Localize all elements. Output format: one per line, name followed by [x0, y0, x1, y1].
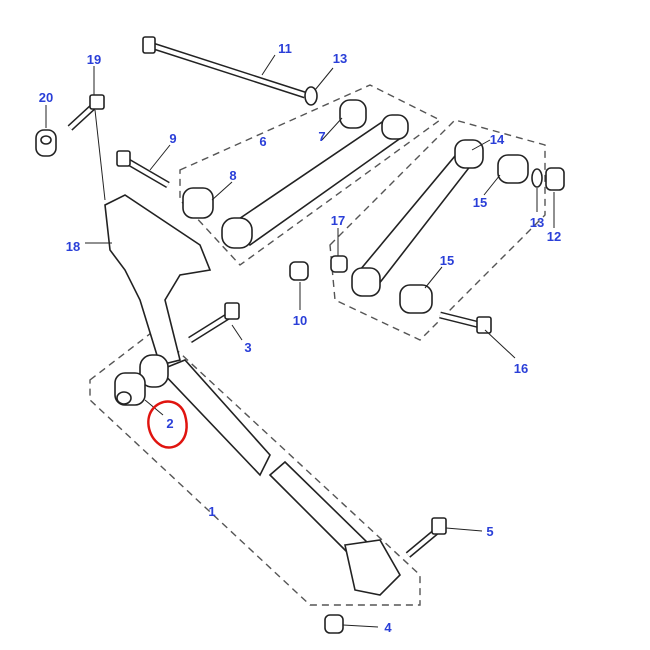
part-13-washer[interactable]	[304, 86, 318, 106]
part-5-bolt[interactable]	[405, 517, 447, 558]
part-2-bushing[interactable]	[114, 372, 146, 406]
part-10-nut[interactable]	[289, 261, 309, 281]
label-16[interactable]: 16	[514, 361, 528, 376]
label-5[interactable]: 5	[486, 524, 493, 539]
label-2[interactable]: 2	[166, 416, 173, 431]
label-13[interactable]: 13	[333, 51, 347, 66]
label-11[interactable]: 11	[278, 41, 292, 56]
part-20-nut[interactable]	[35, 129, 57, 157]
part-1-lower-arm[interactable]	[139, 354, 401, 596]
part-14-adjustable-arm[interactable]	[351, 139, 484, 297]
part-11-long-bolt[interactable]	[142, 36, 307, 99]
part-12-nut[interactable]	[545, 167, 565, 191]
label-18[interactable]: 18	[66, 239, 80, 254]
part-17-nut[interactable]	[330, 255, 348, 273]
label-7[interactable]: 7	[318, 129, 325, 144]
part-15-bushing-b[interactable]	[399, 284, 433, 314]
label-14[interactable]: 14	[490, 132, 505, 147]
part-8-bushing[interactable]	[182, 187, 214, 219]
part-16-bolt[interactable]	[439, 311, 492, 334]
label-6[interactable]: 6	[259, 134, 266, 149]
label-13-b[interactable]: 13	[530, 215, 544, 230]
group-outline-6	[179, 84, 442, 266]
part-7-bushing[interactable]	[339, 99, 367, 129]
label-9[interactable]: 9	[169, 131, 176, 146]
label-12[interactable]: 12	[547, 229, 561, 244]
label-10[interactable]: 10	[293, 313, 307, 328]
label-1[interactable]: 1	[208, 504, 215, 519]
part-3-bolt[interactable]	[188, 302, 240, 343]
label-17[interactable]: 17	[331, 213, 345, 228]
part-18-bracket[interactable]	[94, 109, 212, 366]
label-3[interactable]: 3	[244, 340, 251, 355]
part-13-washer-b[interactable]	[531, 168, 543, 188]
label-19[interactable]: 19	[87, 52, 101, 67]
label-15[interactable]: 15	[473, 195, 487, 210]
part-19-bolt[interactable]	[67, 94, 105, 131]
part-15-bushing[interactable]	[497, 154, 529, 184]
label-15-b[interactable]: 15	[440, 253, 454, 268]
label-4[interactable]: 4	[384, 620, 392, 635]
label-20[interactable]: 20	[39, 90, 53, 105]
group-outline-14	[329, 119, 546, 341]
group-outline-1	[89, 329, 421, 606]
part-9-bolt[interactable]	[116, 150, 170, 189]
part-6-upper-arm[interactable]	[221, 114, 409, 249]
label-8[interactable]: 8	[229, 168, 236, 183]
leader-lines	[45, 54, 555, 628]
part-4-nut[interactable]	[324, 614, 344, 634]
highlight-circle	[147, 400, 188, 449]
